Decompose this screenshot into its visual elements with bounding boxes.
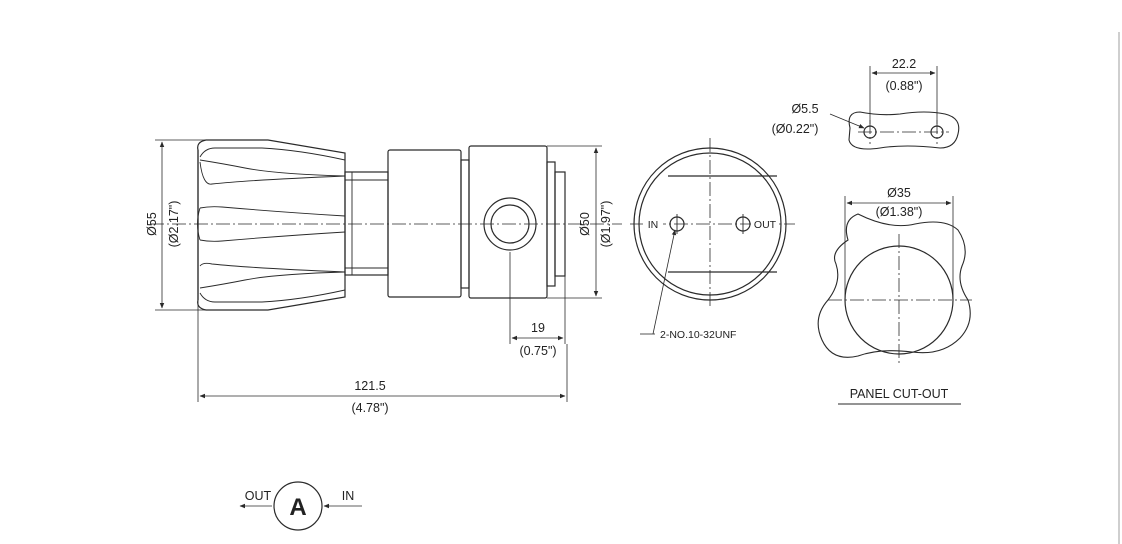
- hole-spacing-in: (0.88"): [885, 79, 922, 93]
- flow-out-label: OUT: [245, 489, 272, 503]
- dim-overall-length: 121.5 (4.78"): [197, 300, 568, 415]
- thread-callout: 2-NO.10-32UNF: [660, 329, 736, 341]
- hole-diameter-mm: Ø5.5: [791, 102, 818, 116]
- knob-diameter-in: (Ø2.17"): [167, 201, 181, 248]
- port-inner-icon: [490, 204, 530, 244]
- cutout-diameter-in: (Ø1.38"): [876, 205, 923, 219]
- port-offset-in: (0.75"): [519, 344, 556, 358]
- overall-length-mm: 121.5: [354, 379, 385, 393]
- port-offset-mm: 19: [531, 321, 545, 335]
- sheet: [95, 0, 1122, 544]
- hole-diameter-in: (Ø0.22"): [772, 122, 819, 136]
- flow-in-label: IN: [342, 489, 355, 503]
- flow-symbol: A OUT IN: [239, 481, 362, 531]
- mounting-plate-fragment: [848, 111, 960, 150]
- hole-diameter-leader: [829, 113, 865, 129]
- panel-cutout-title: PANEL CUT-OUT: [850, 387, 949, 401]
- knob-diameter-mm: Ø55: [145, 212, 159, 236]
- body-diameter-in: (Ø1.97"): [599, 201, 613, 248]
- port-outer-icon: [483, 197, 537, 251]
- panel-cutout-detail: Ø35 (Ø1.38") PANEL CUT-OUT: [817, 186, 972, 405]
- end-view: IN OUT 2-NO.10-32UNF: [630, 138, 795, 341]
- flow-symbol-letter: A: [289, 494, 306, 521]
- hole-spacing-mm: 22.2: [892, 57, 916, 71]
- in-port-label: IN: [648, 219, 659, 231]
- regulator-body: [468, 145, 566, 299]
- dim-knob-diameter: Ø55 (Ø2.17"): [145, 139, 206, 311]
- side-view: Ø55 (Ø2.17") Ø50 (Ø1.97") 19 (0.75") 121…: [145, 139, 622, 415]
- out-port-label: OUT: [754, 219, 777, 231]
- body-diameter-mm: Ø50: [578, 212, 592, 236]
- dim-body-diameter: Ø50 (Ø1.97"): [547, 145, 613, 299]
- dim-port-offset: 19 (0.75"): [509, 252, 566, 358]
- overall-length-in: (4.78"): [351, 401, 388, 415]
- thread-leader: [652, 229, 677, 335]
- mounting-holes-detail: 22.2 (0.88") Ø5.5 (Ø0.22"): [772, 57, 960, 150]
- cutout-diameter-mm: Ø35: [887, 186, 911, 200]
- flow-symbol-circle: [273, 481, 323, 531]
